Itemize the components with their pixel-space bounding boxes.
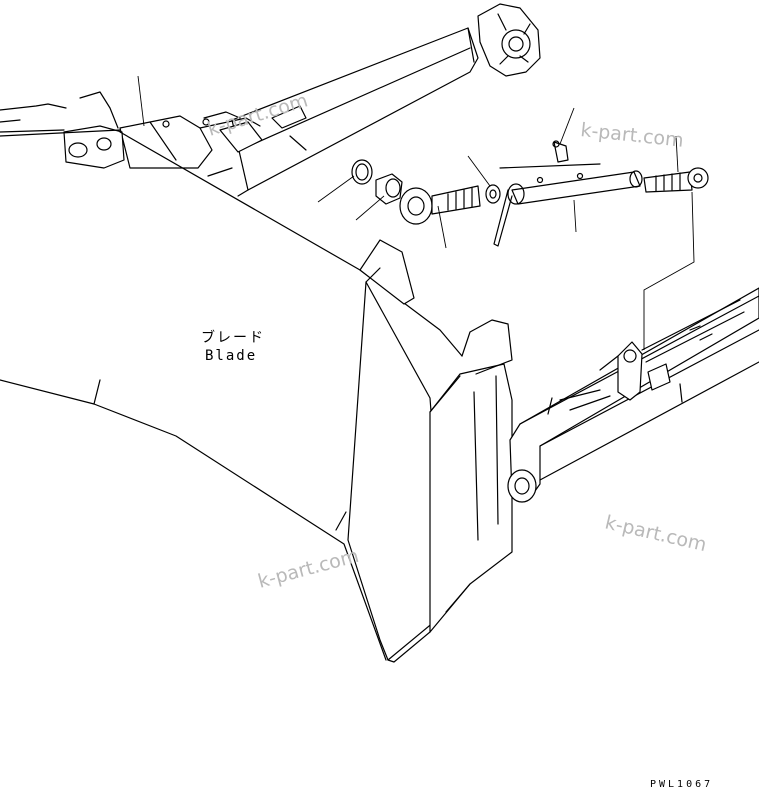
watermark-bottom-left: k-part.com — [256, 545, 362, 593]
drawing-code: PWL1067 — [650, 779, 713, 790]
threaded-rod-end — [643, 167, 709, 193]
grease-fitting — [552, 140, 569, 163]
blade-label-jp: ブレード — [201, 329, 265, 346]
snap-ring — [351, 159, 373, 185]
washer — [485, 184, 501, 204]
ball-joint — [399, 185, 481, 225]
lower-frame-assembly — [507, 287, 759, 503]
exploded-parts — [351, 140, 709, 247]
adjuster-tube — [493, 163, 643, 247]
upper-arm-assembly — [0, 3, 541, 197]
blade-label-en: Blade — [205, 348, 257, 364]
leader-lines — [137, 75, 695, 350]
watermark-top-right: k-part.com — [579, 119, 684, 152]
bushing — [375, 173, 403, 205]
blade — [0, 129, 513, 663]
blade-label: ブレード Blade — [201, 329, 265, 364]
watermark-bottom-right: k-part.com — [603, 511, 709, 556]
